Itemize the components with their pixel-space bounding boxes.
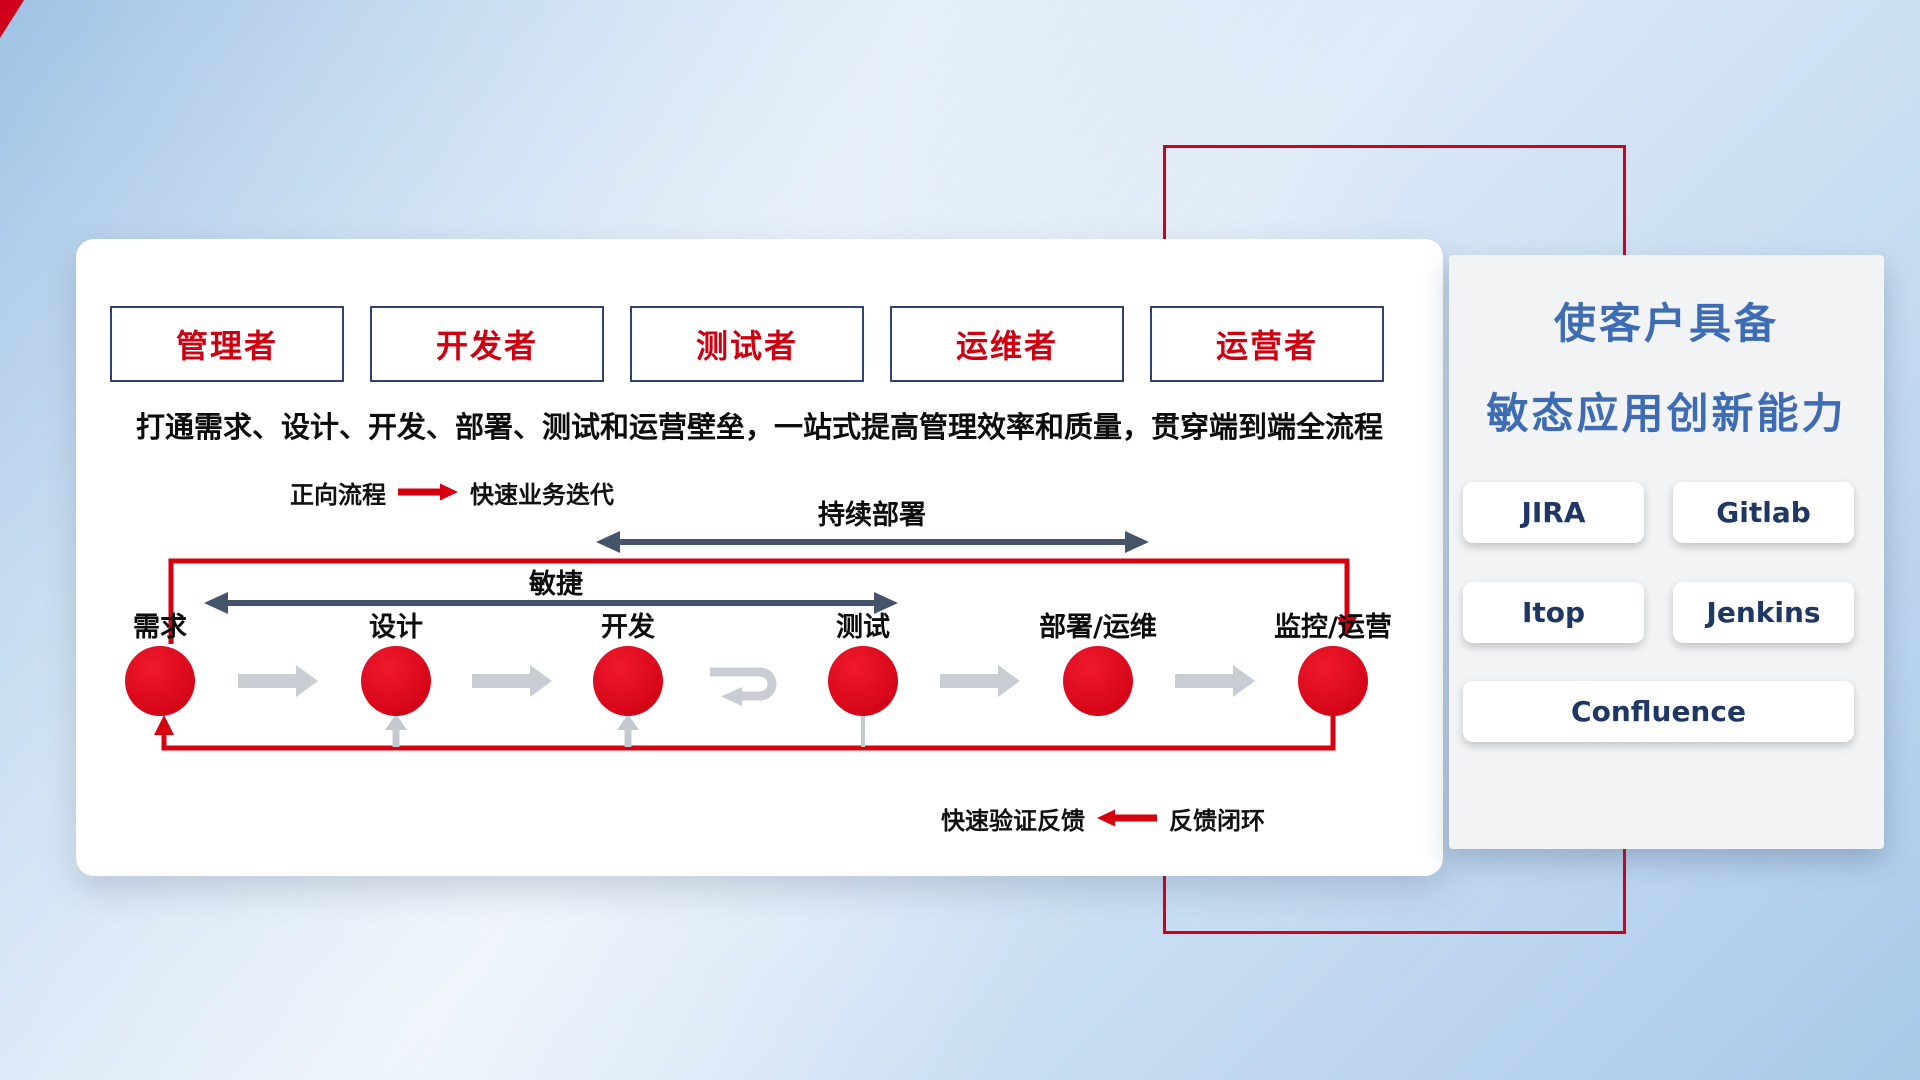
role-label: 管理者	[175, 327, 278, 365]
tool-button-jenkins: Jenkins	[1673, 582, 1854, 643]
legend-forward: 正向流程 快速业务迭代	[290, 477, 614, 509]
stage-node-testing	[828, 646, 898, 716]
stage-node-monitor-ops	[1298, 646, 1368, 716]
legend-feedback-label: 快速验证反馈	[941, 806, 1085, 835]
stage-node-design	[361, 646, 431, 716]
role-label: 开发者	[435, 327, 538, 365]
tool-button-itop: Itop	[1463, 582, 1644, 643]
stage-node-deploy-ops	[1063, 646, 1133, 716]
legend-feedback-value: 反馈闭环	[1169, 806, 1265, 835]
role-label: 运维者	[955, 327, 1058, 365]
stage-label-monitor-ops: 监控/运营	[1274, 612, 1392, 643]
role-box-manager: 管理者	[110, 306, 344, 382]
devops-flow-card: 管理者 开发者 测试者 运维者 运营者 打通需求、设计、开发、部署、测试和运营壁…	[76, 239, 1443, 876]
feedback-loop-line	[154, 715, 1336, 751]
legend-feedback: 快速验证反馈 反馈闭环	[941, 803, 1265, 835]
flow-arrow-icons	[238, 665, 1255, 697]
stage-label-requirements: 需求	[133, 612, 187, 643]
cd-label: 持续部署	[818, 500, 926, 531]
flow-diagram	[125, 531, 1368, 751]
tool-button-jira: JIRA	[1463, 482, 1644, 543]
stage-node-requirements	[125, 646, 195, 716]
forward-loop-line	[168, 558, 1357, 644]
role-box-operator: 运营者	[1150, 306, 1384, 382]
role-box-ops: 运维者	[890, 306, 1124, 382]
stage-label-testing: 测试	[836, 612, 890, 643]
forward-arrow-icon	[398, 483, 458, 501]
iterate-loop-icon	[710, 667, 777, 706]
role-box-developer: 开发者	[370, 306, 604, 382]
cd-span-arrow-icon	[596, 531, 1149, 553]
feedback-arrow-icon	[1097, 809, 1157, 827]
role-box-tester: 测试者	[630, 306, 864, 382]
capability-panel: 使客户具备 敏态应用创新能力 JIRA Gitlab Itop Jenkins …	[1449, 255, 1884, 849]
panel-title-line2: 敏态应用创新能力	[1486, 389, 1847, 438]
agile-label: 敏捷	[529, 569, 583, 600]
card-description: 打通需求、设计、开发、部署、测试和运营壁垒，一站式提高管理效率和质量，贯穿端到端…	[135, 410, 1383, 444]
role-label: 运营者	[1215, 327, 1318, 365]
stage-node-development	[593, 646, 663, 716]
stage-label-deploy-ops: 部署/运维	[1039, 612, 1157, 643]
feedback-up-arrow-icons	[385, 714, 865, 747]
stage-label-development: 开发	[601, 612, 655, 643]
tool-button-confluence: Confluence	[1463, 681, 1854, 742]
legend-forward-label: 正向流程	[290, 480, 386, 509]
corner-accent-icon	[0, 0, 24, 38]
panel-title-line1: 使客户具备	[1553, 299, 1779, 348]
legend-forward-value: 快速业务迭代	[470, 480, 614, 509]
stage-label-design: 设计	[369, 612, 423, 643]
tool-button-gitlab: Gitlab	[1673, 482, 1854, 543]
agile-span-arrow-icon	[204, 592, 898, 614]
role-label: 测试者	[695, 327, 798, 365]
